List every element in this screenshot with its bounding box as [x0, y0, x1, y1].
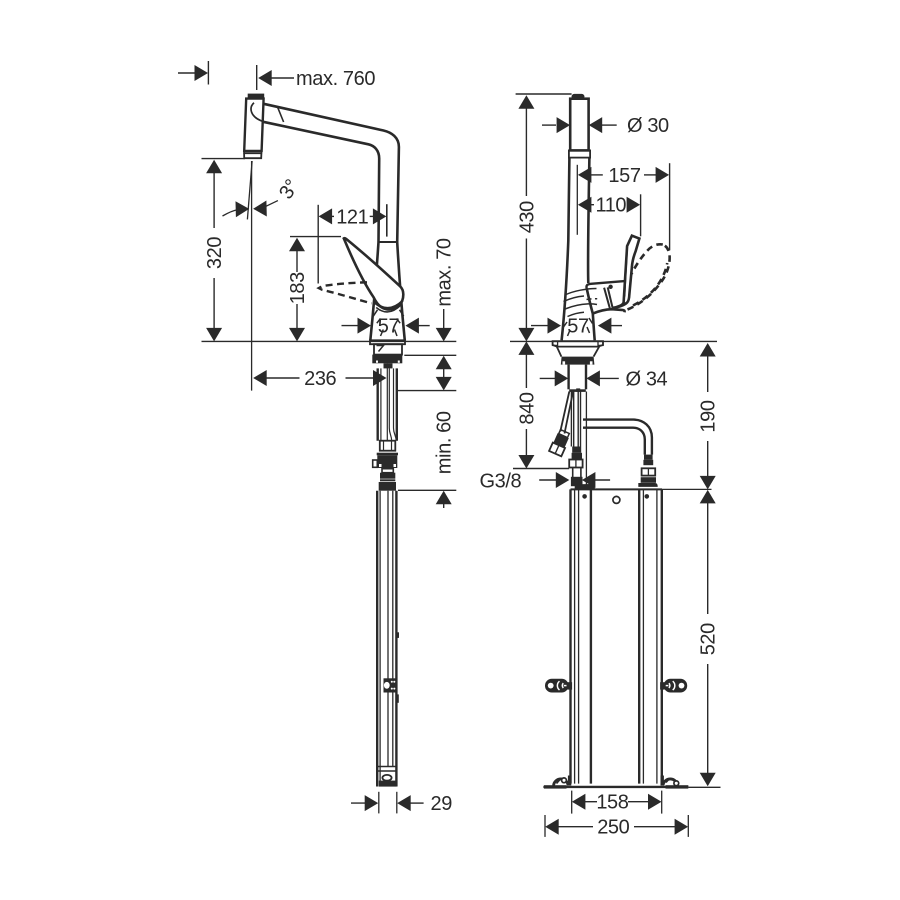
svg-text:158: 158: [596, 792, 628, 814]
svg-text:190: 190: [698, 400, 720, 432]
svg-text:320: 320: [204, 237, 226, 269]
svg-text:236: 236: [304, 368, 336, 390]
svg-text:110: 110: [595, 195, 626, 217]
svg-text:430: 430: [516, 201, 538, 233]
svg-text:520: 520: [698, 623, 720, 655]
svg-text:max. 760: max. 760: [296, 68, 375, 90]
svg-text:Ø 30: Ø 30: [627, 115, 669, 137]
svg-text:57: 57: [567, 316, 589, 338]
svg-text:840: 840: [516, 392, 538, 424]
svg-text:Ø 34: Ø 34: [626, 368, 668, 390]
svg-text:29: 29: [430, 793, 452, 815]
svg-text:250: 250: [597, 817, 629, 839]
svg-text:max. 70: max. 70: [434, 238, 456, 307]
svg-text:121: 121: [336, 206, 368, 228]
svg-text:57: 57: [378, 316, 400, 338]
svg-text:183: 183: [287, 272, 309, 304]
svg-text:157: 157: [608, 165, 640, 187]
svg-text:G3/8: G3/8: [480, 471, 522, 493]
svg-text:min. 60: min. 60: [434, 411, 456, 474]
